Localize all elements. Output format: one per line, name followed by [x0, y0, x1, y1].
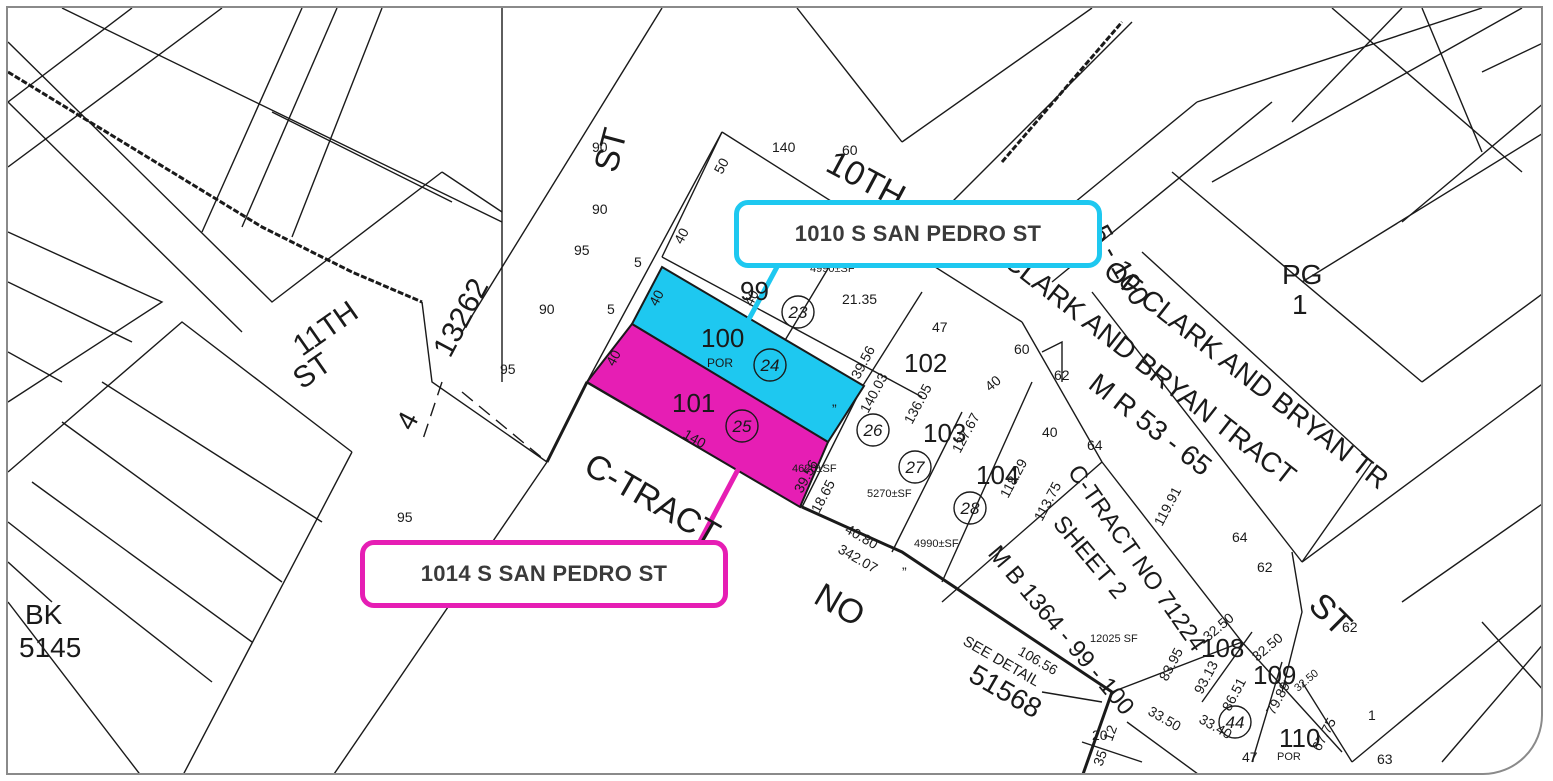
c-tract-label: C-TRACT	[578, 446, 726, 554]
dimension-d20: 20	[1092, 727, 1108, 743]
map-frame: ST 10TH 11TH ST 13262 4 C-TRACT NO ST BK…	[6, 6, 1543, 775]
parcel-101-highlight[interactable]	[585, 322, 830, 509]
callout-1010-leader	[739, 265, 780, 334]
dimension-d64b: 64	[1232, 529, 1248, 545]
parcel-circles	[725, 295, 1252, 739]
parcel-99: 99	[740, 276, 769, 306]
parcel-110: 110	[1279, 723, 1320, 753]
dimension-d1865: 18.65	[808, 477, 839, 516]
parcel-circle-numbers: 23 24 25 26 27 28 44	[732, 303, 1245, 732]
dimension-d95b: 95	[500, 361, 516, 377]
dimension-d140a: 140	[772, 139, 796, 155]
dimension-d12: 12	[1100, 723, 1120, 743]
circle-44: 44	[1226, 713, 1245, 732]
street-11th-label-a: 11TH	[287, 295, 364, 363]
street-13262-label: 13262	[427, 273, 495, 362]
dimension-d8651: 86.51	[1219, 675, 1250, 714]
parcel-109: 109	[1253, 660, 1296, 690]
dimension-d90b: 90	[592, 201, 608, 217]
dimension-d62b: 62	[1257, 559, 1273, 575]
dimension-d90a: 90	[592, 139, 608, 155]
dimension-d62a: 62	[1054, 367, 1070, 383]
callout-1014-leader	[694, 460, 745, 549]
dimension-d47a: 47	[932, 319, 948, 335]
parcel-103: 103	[923, 418, 966, 448]
parcel-101: 101	[672, 388, 715, 418]
callout-1010-s-san-pedro-st[interactable]: 1010 S SAN PEDRO ST	[734, 200, 1102, 268]
dimension-ditto2: ”	[902, 564, 907, 580]
circle-27: 27	[905, 458, 925, 477]
dimension-d35: 35	[1090, 748, 1110, 768]
parcel-102: 102	[904, 348, 947, 378]
parcel-100: 100	[701, 323, 744, 353]
dimension-d11991: 119.91	[1151, 484, 1185, 529]
dimension-d95a: 95	[574, 242, 590, 258]
dimension-sf4620: 4620±SF	[792, 463, 837, 475]
parcel-por-label-2: POR	[1277, 751, 1301, 763]
dimension-ditto: ”	[832, 401, 837, 417]
dimension-d40f: 40	[1042, 424, 1058, 440]
dimension-sf12025: 12025 SF	[1090, 633, 1138, 645]
dimension-sf4990b: 4990±SF	[914, 538, 959, 550]
street-11th-label-b: ST	[287, 347, 337, 396]
map-linework	[8, 8, 1541, 773]
dimension-d9313: 93.13	[1191, 658, 1222, 697]
circle-28: 28	[960, 499, 980, 518]
page-label: PG	[1282, 259, 1322, 290]
dimension-d2135: 21.35	[842, 291, 877, 307]
dimension-d5b: 5	[607, 301, 615, 317]
dimension-d63: 63	[1377, 751, 1393, 767]
dimension-d1: 1	[1368, 707, 1376, 723]
dimension-d40d: 40	[741, 287, 763, 308]
dimension-d90c: 90	[539, 301, 555, 317]
book-number: 5145	[19, 632, 81, 663]
dimension-d50: 50	[711, 155, 733, 176]
street-4-label: 4	[390, 407, 425, 435]
callout-1014-text: 1014 S SAN PEDRO ST	[420, 561, 668, 586]
dimension-d47b: 47	[1242, 749, 1258, 765]
dimension-sf5270: 5270±SF	[867, 488, 912, 500]
book-label: BK	[25, 599, 63, 630]
dimension-d64a: 64	[1087, 437, 1103, 453]
dimension-d5a: 5	[634, 254, 642, 270]
dimension-d8395: 83.95	[1156, 645, 1187, 684]
dimension-d60b: 60	[1014, 341, 1030, 357]
circle-24: 24	[760, 356, 780, 375]
dimension-d40b: 40	[646, 287, 668, 308]
dimension-d40e: 40	[982, 372, 1004, 394]
page-number: 1	[1292, 289, 1308, 320]
dimension-d40c: 40	[603, 347, 625, 368]
parcel-por-label: POR	[707, 356, 733, 370]
callout-1014-s-san-pedro-st[interactable]: 1014 S SAN PEDRO ST	[360, 540, 728, 608]
dimension-d3350: 33.50	[1146, 703, 1185, 734]
callout-1010-text: 1010 S SAN PEDRO ST	[794, 221, 1042, 246]
dimension-d40a: 40	[671, 225, 693, 246]
circle-23: 23	[788, 303, 808, 322]
no-label: NO	[808, 576, 871, 634]
assessor-map: ST 10TH 11TH ST 13262 4 C-TRACT NO ST BK…	[8, 8, 1541, 773]
circle-25: 25	[732, 417, 752, 436]
dimension-d62c: 62	[1342, 619, 1358, 635]
dimension-d95c: 95	[397, 509, 413, 525]
dimension-d60a: 60	[842, 142, 858, 158]
parcel-numbers: 99 100 POR 101 102 103 104 108 109 110 P…	[672, 276, 1320, 763]
parcel-104: 104	[976, 460, 1019, 490]
parcel-108: 108	[1201, 633, 1244, 663]
circle-26: 26	[863, 421, 883, 440]
